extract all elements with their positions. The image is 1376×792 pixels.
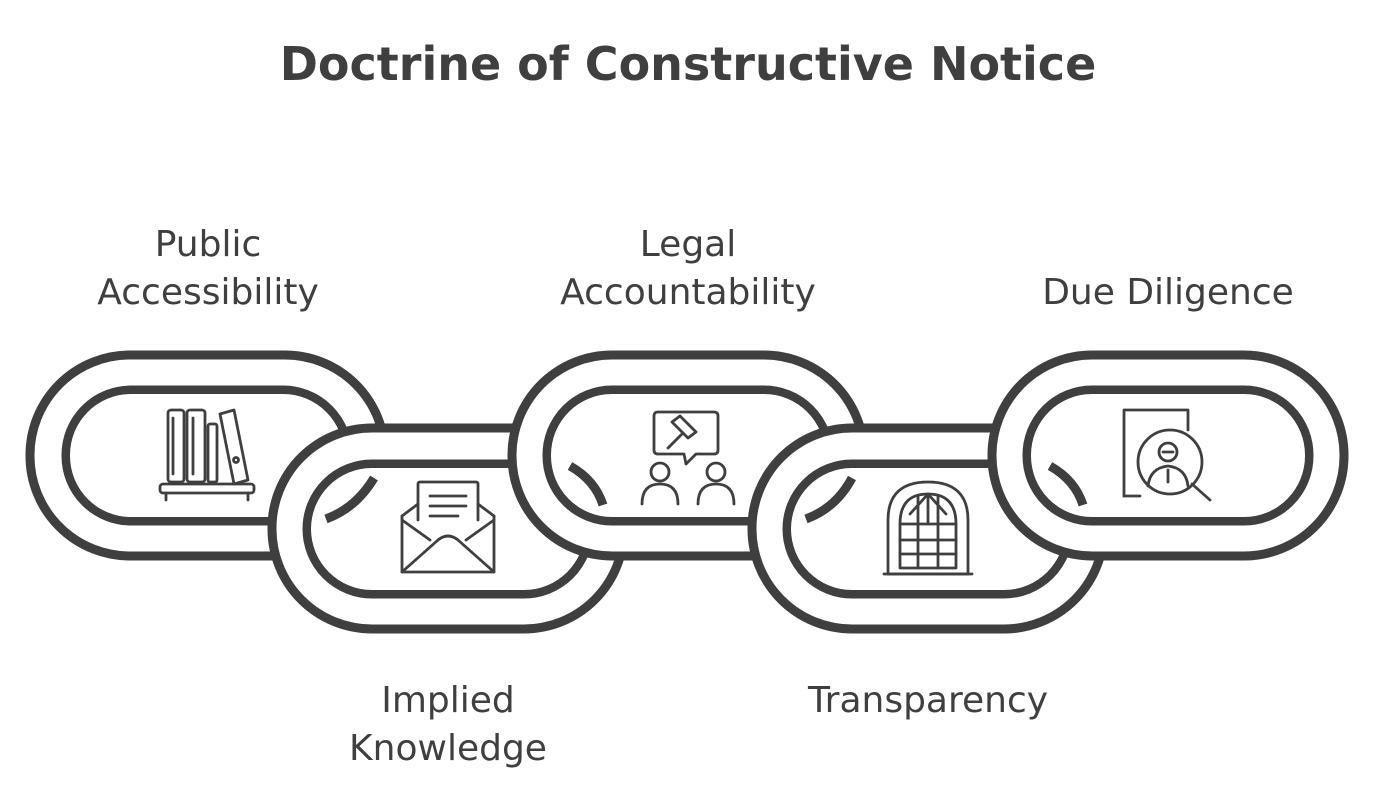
label-implied-knowledge-line1: Implied [381, 680, 515, 721]
diagram-title: Doctrine of Constructive Notice [280, 37, 1097, 91]
label-due-diligence: Due Diligence [1042, 272, 1294, 313]
label-implied-knowledge-line2: Knowledge [349, 728, 547, 769]
label-public-accessibility-line1: Public [155, 224, 262, 265]
gavel-discussion-icon [640, 410, 736, 506]
interlock-segment-2 [567, 462, 608, 507]
label-transparency: Transparency [807, 680, 1048, 721]
interlock-segment-3 [804, 475, 856, 524]
chain-link-due-diligence [987, 350, 1349, 561]
bookshelf-icon [158, 408, 256, 502]
label-public-accessibility-line2: Accessibility [97, 272, 319, 313]
arched-window-icon [882, 480, 974, 576]
interlock-segment-4 [1047, 462, 1088, 507]
label-legal-accountability-line1: Legal [640, 224, 737, 265]
label-legal-accountability-line2: Accountability [560, 272, 816, 313]
interlock-segment-1 [324, 475, 378, 524]
open-letter-icon [400, 480, 496, 574]
document-search-icon [1122, 408, 1212, 502]
